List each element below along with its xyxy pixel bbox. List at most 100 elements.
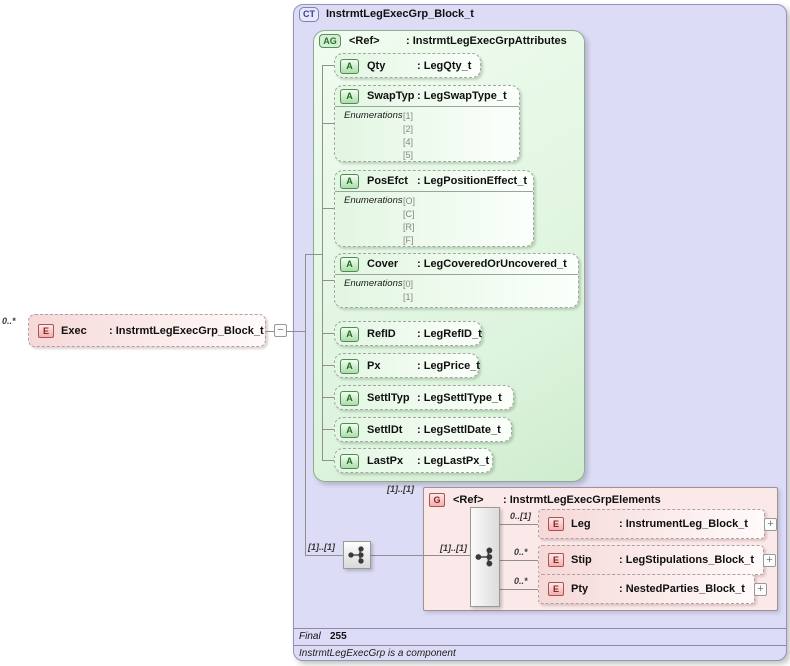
element-name: Stip [571,554,592,566]
element-leg[interactable]: E Leg : InstrumentLeg_Block_t [538,509,765,539]
enum-value: [R] [403,222,415,232]
attribute-type: : LegPrice_t [417,360,480,372]
enumerations-label: Enumerations [344,195,403,206]
enumeration-values: [O] [C] [R] [F] [403,195,415,247]
attribute-group-header: AG <Ref> : InstrmtLegExecGrpAttributes [319,33,567,48]
connector-spine-to-attrs [305,254,323,255]
element-type: : InstrumentLeg_Block_t [619,518,748,530]
element-icon: E [548,553,564,567]
enum-value: [C] [403,209,415,219]
connector-bar-to-leg [500,524,538,525]
attribute-icon: A [340,256,359,272]
attribute-type: : LegPositionEffect_t [417,175,528,187]
attribute-icon: A [340,390,359,406]
connector-group-to-bar [423,555,470,556]
element-icon: E [38,323,54,338]
element-exec[interactable]: E Exec : InstrmtLegExecGrp_Block_t [28,314,266,347]
enum-value: [2] [403,124,414,134]
footer-divider [293,628,787,629]
enumerations-section: Enumerations [0] [1] [335,274,578,306]
connector-stub-qty [322,65,336,66]
attribute-px[interactable]: A Px : LegPrice_t [334,353,480,378]
attribute-name: PosEfct [367,175,408,187]
connector-stub-settltyp [322,397,336,398]
attribute-posefct[interactable]: A PosEfct : LegPositionEffect_t Enumerat… [334,170,534,247]
attribute-type: : LegSettlDate_t [417,424,501,436]
connector-stub-settldt [322,429,336,430]
enum-value: [1] [403,111,414,121]
element-group-header: G <Ref> : InstrmtLegExecGrpElements [429,492,661,507]
inner-sequence-cardinality: [1]..[1] [440,543,467,553]
element-icon: E [548,517,564,531]
connector-stub-swaptyp [322,123,336,124]
attribute-cover[interactable]: A Cover : LegCoveredOrUncovered_t Enumer… [334,253,579,308]
attribute-name: Qty [367,60,386,72]
attribute-name: SettlDt [367,424,403,436]
element-name: Leg [571,518,591,530]
attribute-type: : LegQty_t [417,60,472,72]
group-type: : InstrmtLegExecGrpElements [503,493,661,506]
sequence-icon[interactable] [343,541,371,569]
enumerations-section: Enumerations [1] [2] [4] [5] [335,106,519,164]
attribute-icon: A [340,88,359,104]
enumerations-label: Enumerations [344,110,403,121]
attribute-type: : LegSwapType_t [417,90,507,102]
pty-cardinality: 0..* [514,576,528,586]
sequence-glyph [348,546,364,564]
enumerations-label: Enumerations [344,278,403,289]
leg-cardinality: 0..[1] [510,511,532,521]
enum-value: [4] [403,137,414,147]
expand-icon[interactable]: + [754,583,767,596]
complex-type-icon: CT [299,6,319,22]
final-value: 255 [330,631,347,642]
sequence-cardinality: [1]..[1] [308,542,335,552]
attribute-qty[interactable]: A Qty : LegQty_t [334,53,481,78]
attribute-name: SettlTyp [367,392,410,404]
enumeration-values: [0] [1] [403,278,413,304]
final-label: Final [299,631,321,642]
enum-value: [O] [403,196,416,206]
attribute-swaptyp[interactable]: A SwapTyp : LegSwapType_t Enumerations [… [334,85,520,162]
connector-stub-px [322,365,336,366]
element-type: : LegStipulations_Block_t [619,554,755,566]
enum-value: [1] [403,292,414,302]
connector-bar-to-pty [500,589,538,590]
attribute-type: : LegLastPx_t [417,455,490,467]
stip-cardinality: 0..* [514,547,528,557]
attribute-type: : LegCoveredOrUncovered_t [417,258,567,270]
connector-bar-to-stip [500,560,538,561]
attribute-group-ref: <Ref> [349,34,380,47]
attribute-icon: A [340,453,359,469]
enum-value: [5] [403,150,414,160]
attribute-refid[interactable]: A RefID : LegRefID_t [334,321,482,346]
attribute-icon: A [340,422,359,438]
connector-stub-refid [322,333,336,334]
element-stip[interactable]: E Stip : LegStipulations_Block_t [538,545,764,575]
attribute-lastpx[interactable]: A LastPx : LegLastPx_t [334,448,493,473]
enum-value: [F] [403,235,414,245]
element-icon: E [548,582,564,596]
element-type: : InstrmtLegExecGrp_Block_t [109,324,264,337]
exec-cardinality: 0..* [2,316,16,326]
sequence-bar[interactable] [470,507,500,607]
attribute-settldt[interactable]: A SettlDt : LegSettlDate_t [334,417,512,442]
attribute-settltyp[interactable]: A SettlTyp : LegSettlType_t [334,385,514,410]
attribute-type: : LegSettlType_t [417,392,502,404]
complex-type-header: CT InstrmtLegExecGrp_Block_t [299,6,474,22]
connector-attr-trunk [322,65,323,461]
expand-icon[interactable]: + [764,518,777,531]
attribute-name: Px [367,360,381,372]
component-note: InstrmtLegExecGrp is a component [299,648,456,659]
attribute-group-type: : InstrmtLegExecGrpAttributes [406,34,567,47]
connector-spine-to-seq [305,555,343,556]
element-name: Pty [571,583,589,595]
group-ref-cardinality: [1]..[1] [387,484,414,494]
enumeration-values: [1] [2] [4] [5] [403,110,413,162]
connector-seq-to-group [371,555,423,556]
element-pty[interactable]: E Pty : NestedParties_Block_t [538,574,755,604]
expand-icon[interactable]: + [763,554,776,567]
collapse-icon[interactable]: − [274,324,287,337]
attribute-icon: A [340,173,359,189]
attribute-type: : LegRefID_t [417,328,482,340]
